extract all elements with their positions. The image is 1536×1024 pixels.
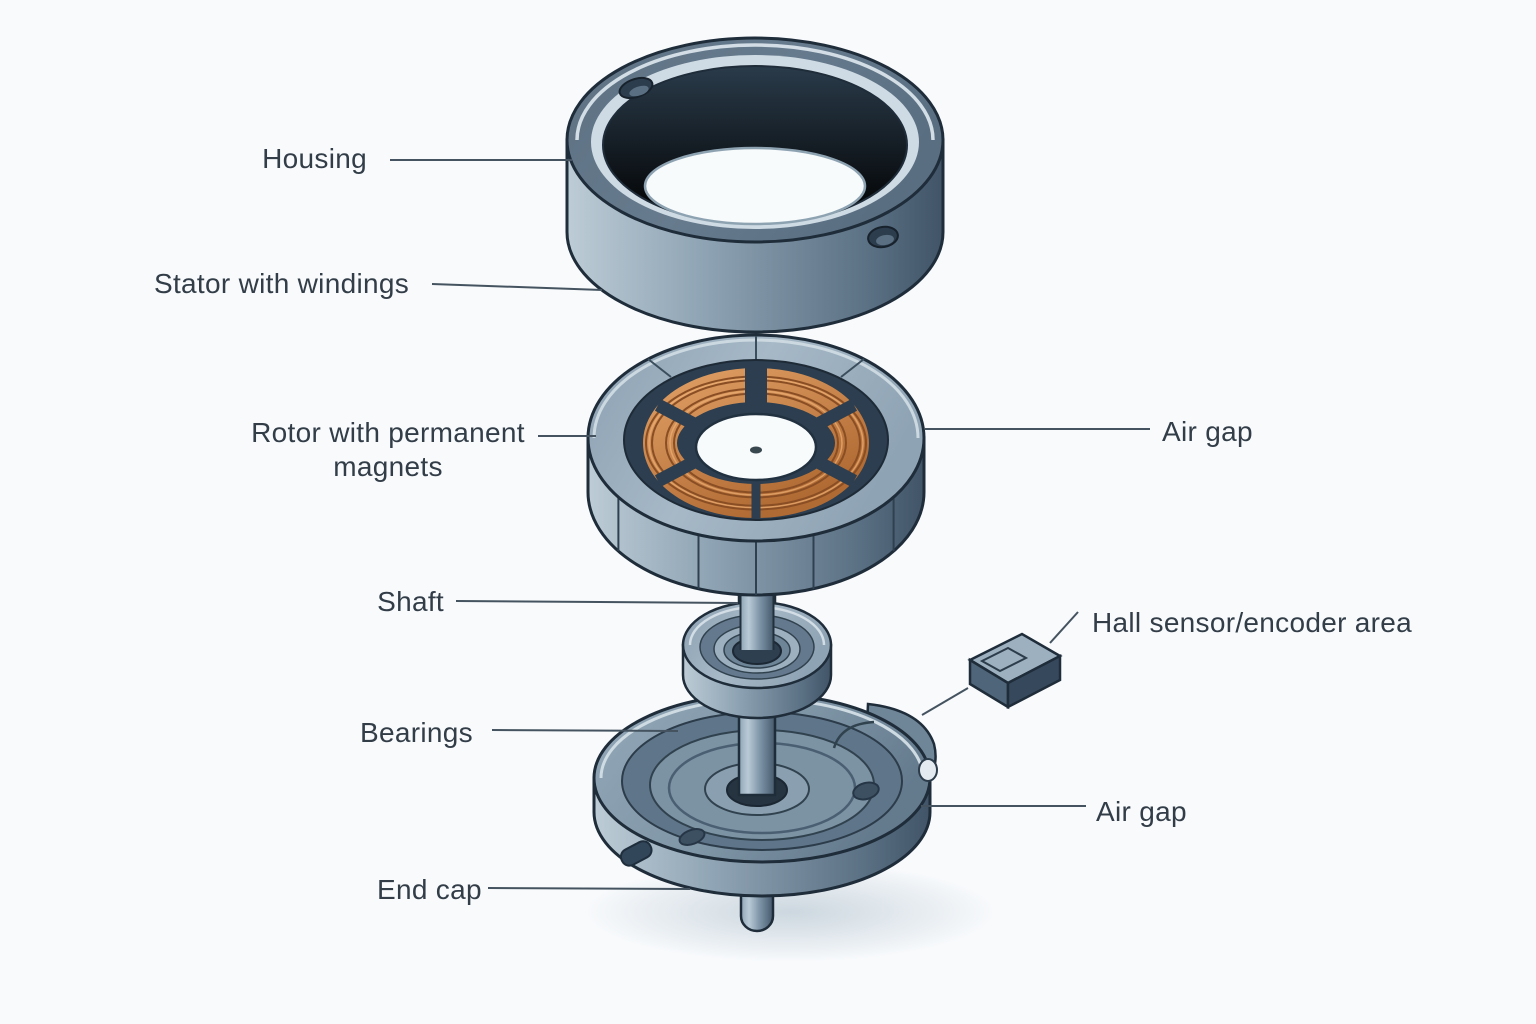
label-shaft: Shaft xyxy=(377,586,444,617)
housing-bolt-hole-left xyxy=(618,76,654,100)
label-rotor-line1: Rotor with permanent xyxy=(251,417,525,448)
shaft-tip-mark xyxy=(750,446,762,454)
winding-gaps xyxy=(654,368,858,518)
label-housing: Housing xyxy=(262,143,367,174)
leader-shaft xyxy=(455,600,739,604)
label-rotor-line2: magnets xyxy=(333,451,443,482)
leader-lines xyxy=(390,159,1150,890)
hall-sensor-part xyxy=(967,632,1063,710)
labels: Housing Stator with windings Rotor with … xyxy=(154,143,1412,905)
hall-sensor-inset xyxy=(979,646,1029,673)
end-cap-slot xyxy=(619,840,653,867)
leader-bearings xyxy=(491,729,679,732)
leader-hall-lower xyxy=(921,687,969,716)
label-stator: Stator with windings xyxy=(154,268,409,299)
housing-part xyxy=(565,36,945,334)
end-cap-screw-hole-left xyxy=(678,828,706,846)
rotor-face-segments xyxy=(647,336,865,378)
rotor-wall-segments xyxy=(617,497,895,595)
housing-bolt-hole-right xyxy=(867,225,899,249)
label-air-gap-top: Air gap xyxy=(1162,416,1253,447)
housing-through-hole xyxy=(643,146,867,226)
end-cap-notch xyxy=(918,758,938,782)
leader-end-cap xyxy=(487,887,691,890)
leader-stator xyxy=(431,283,603,291)
label-bearings: Bearings xyxy=(360,717,473,748)
stator-rotor-part xyxy=(586,333,926,597)
end-cap-screw-hole-right xyxy=(852,781,880,801)
label-hall-sensor: Hall sensor/encoder area xyxy=(1092,607,1412,638)
label-air-gap-bottom: Air gap xyxy=(1096,796,1187,827)
label-end-cap: End cap xyxy=(377,874,482,905)
leader-hall-upper xyxy=(1049,611,1079,644)
